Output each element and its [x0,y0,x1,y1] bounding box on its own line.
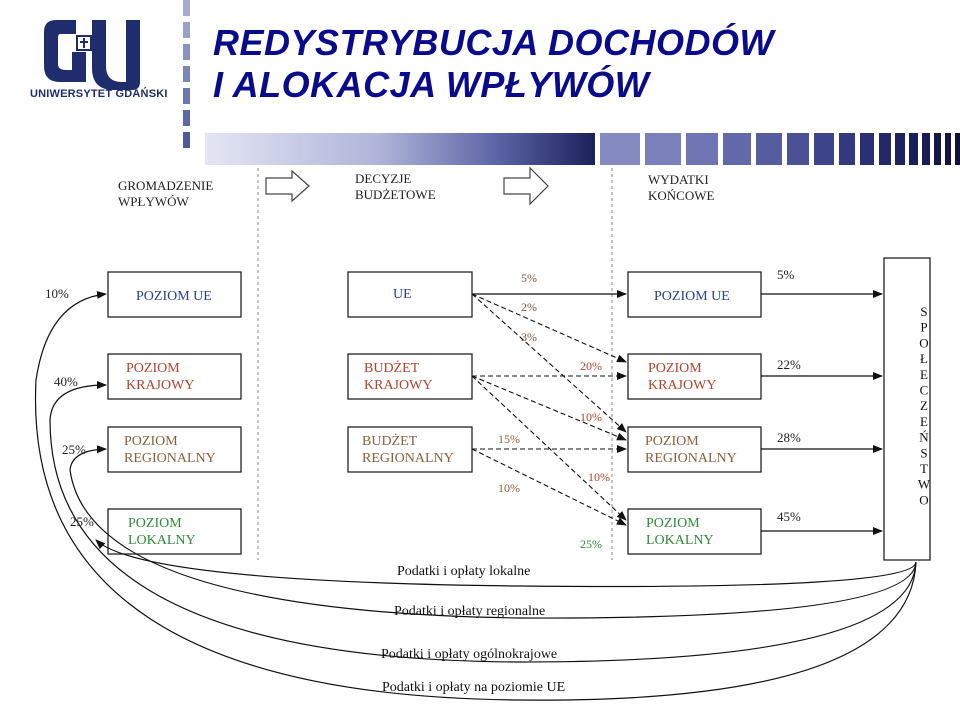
right-box-krajowy-line1: POZIOM [648,361,702,376]
society-letter: S [920,304,927,319]
col3-header-line2: KOŃCOWE [648,188,714,203]
split-krajowy-to-lokalny: 10% [588,470,610,484]
inflow-percent-ue: 10% [45,286,69,301]
right-box-krajowy [627,353,762,400]
lokalny-inflow-percent: 25% [580,537,602,551]
right-box-lokalny-line2: LOKALNY [646,533,714,548]
left-box-lokalny-line1: POZIOM [128,516,182,531]
tax-label-lokalne: Podatki i opłaty lokalne [397,564,530,579]
logo-text: UNIWERSYTET GDAŃSKI [30,88,168,100]
left-box-lokalny-line2: LOKALNY [128,533,196,548]
left-box-regionalny [107,426,242,473]
flow-arrow-1 [265,169,310,203]
inflow-percent-krajowy: 40% [54,374,78,389]
society-letter: W [918,477,931,492]
inflow-percent-lokalny: 25% [70,514,94,529]
society-letter: Ł [920,351,928,366]
right-box-krajowy-line2: KRAJOWY [648,378,716,393]
col3-header-line1: WYDATKI [648,172,709,187]
inflow-percent-regionalny: 25% [62,442,86,457]
final-percent-regionalny: 28% [777,430,801,445]
split-ue-to-krajowy: 2% [521,300,537,314]
left-box-lokalny [107,508,242,555]
society-letter: S [920,445,927,460]
society-letter: Z [920,398,928,413]
left-box-regionalny-line1: POZIOM [124,434,178,449]
left-box-krajowy-line2: KRAJOWY [126,378,194,393]
right-box-regionalny-line1: POZIOM [645,434,699,449]
society-letter: P [920,320,927,335]
left-box-ue [107,271,242,318]
final-percent-krajowy: 22% [777,357,801,372]
society-box [883,257,931,561]
society-letter: Ń [919,430,929,445]
header-divider [183,0,190,148]
flow-arrow-2 [503,166,549,206]
page-title-line1: REDYSTRYBUCJA DOCHODÓW [213,22,775,63]
right-box-regionalny-line2: REGIONALNY [645,451,737,466]
right-box-ue [627,271,762,318]
col1-header-line2: WPŁYWÓW [118,194,189,209]
tax-label-ogolnokrajowe: Podatki i opłaty ogólnokrajowe [381,647,557,662]
header-gradient-bar [205,133,960,165]
society-letter: E [920,414,928,429]
final-percent-lokalny: 45% [777,509,801,524]
university-crest-icon [44,20,140,90]
society-letter: C [920,383,929,398]
tax-label-ue: Podatki i opłaty na poziomie UE [382,680,565,695]
society-letter: T [920,461,928,476]
mid-box-regionalny [347,426,473,473]
mid-box-krajowy-line1: BUDŻET [364,360,420,376]
left-box-ue-label: POZIOM UE [136,289,212,304]
split-krajowy-to-regionalny: 10% [580,410,602,424]
split-regionalny-to-regionalny: 15% [498,432,520,446]
mid-box-regionalny-line2: REGIONALNY [362,451,454,466]
university-logo [14,12,174,112]
tax-label-regionalne: Podatki i opłaty regionalne [394,604,545,619]
split-ue-to-regionalny: 3% [521,330,537,344]
split-krajowy-to-krajowy: 20% [580,359,602,373]
society-letter: O [919,335,928,350]
split-ue-to-ue: 5% [521,271,537,285]
right-box-lokalny [627,508,762,555]
right-box-ue-label: POZIOM UE [654,289,730,304]
page-title-line2: I ALOKACJA WPŁYWÓW [213,64,650,105]
society-letter: E [920,367,928,382]
right-box-lokalny-line1: POZIOM [646,516,700,531]
col2-header-line2: BUDŻETOWE [355,187,436,202]
left-box-krajowy-line1: POZIOM [126,361,180,376]
split-regionalny-to-lokalny: 10% [498,481,520,495]
mid-box-krajowy-line2: KRAJOWY [364,378,432,393]
mid-box-ue-label: UE [393,287,412,302]
final-percent-ue: 5% [777,267,795,282]
society-letter: O [919,492,928,507]
left-box-krajowy [107,353,242,400]
mid-box-ue [347,271,473,318]
mid-box-regionalny-line1: BUDŻET [362,433,418,449]
col2-header-line1: DECYZJE [355,171,411,186]
mid-box-krajowy [347,353,473,400]
left-box-regionalny-line2: REGIONALNY [124,451,216,466]
col1-header-line1: GROMADZENIE [118,178,213,193]
